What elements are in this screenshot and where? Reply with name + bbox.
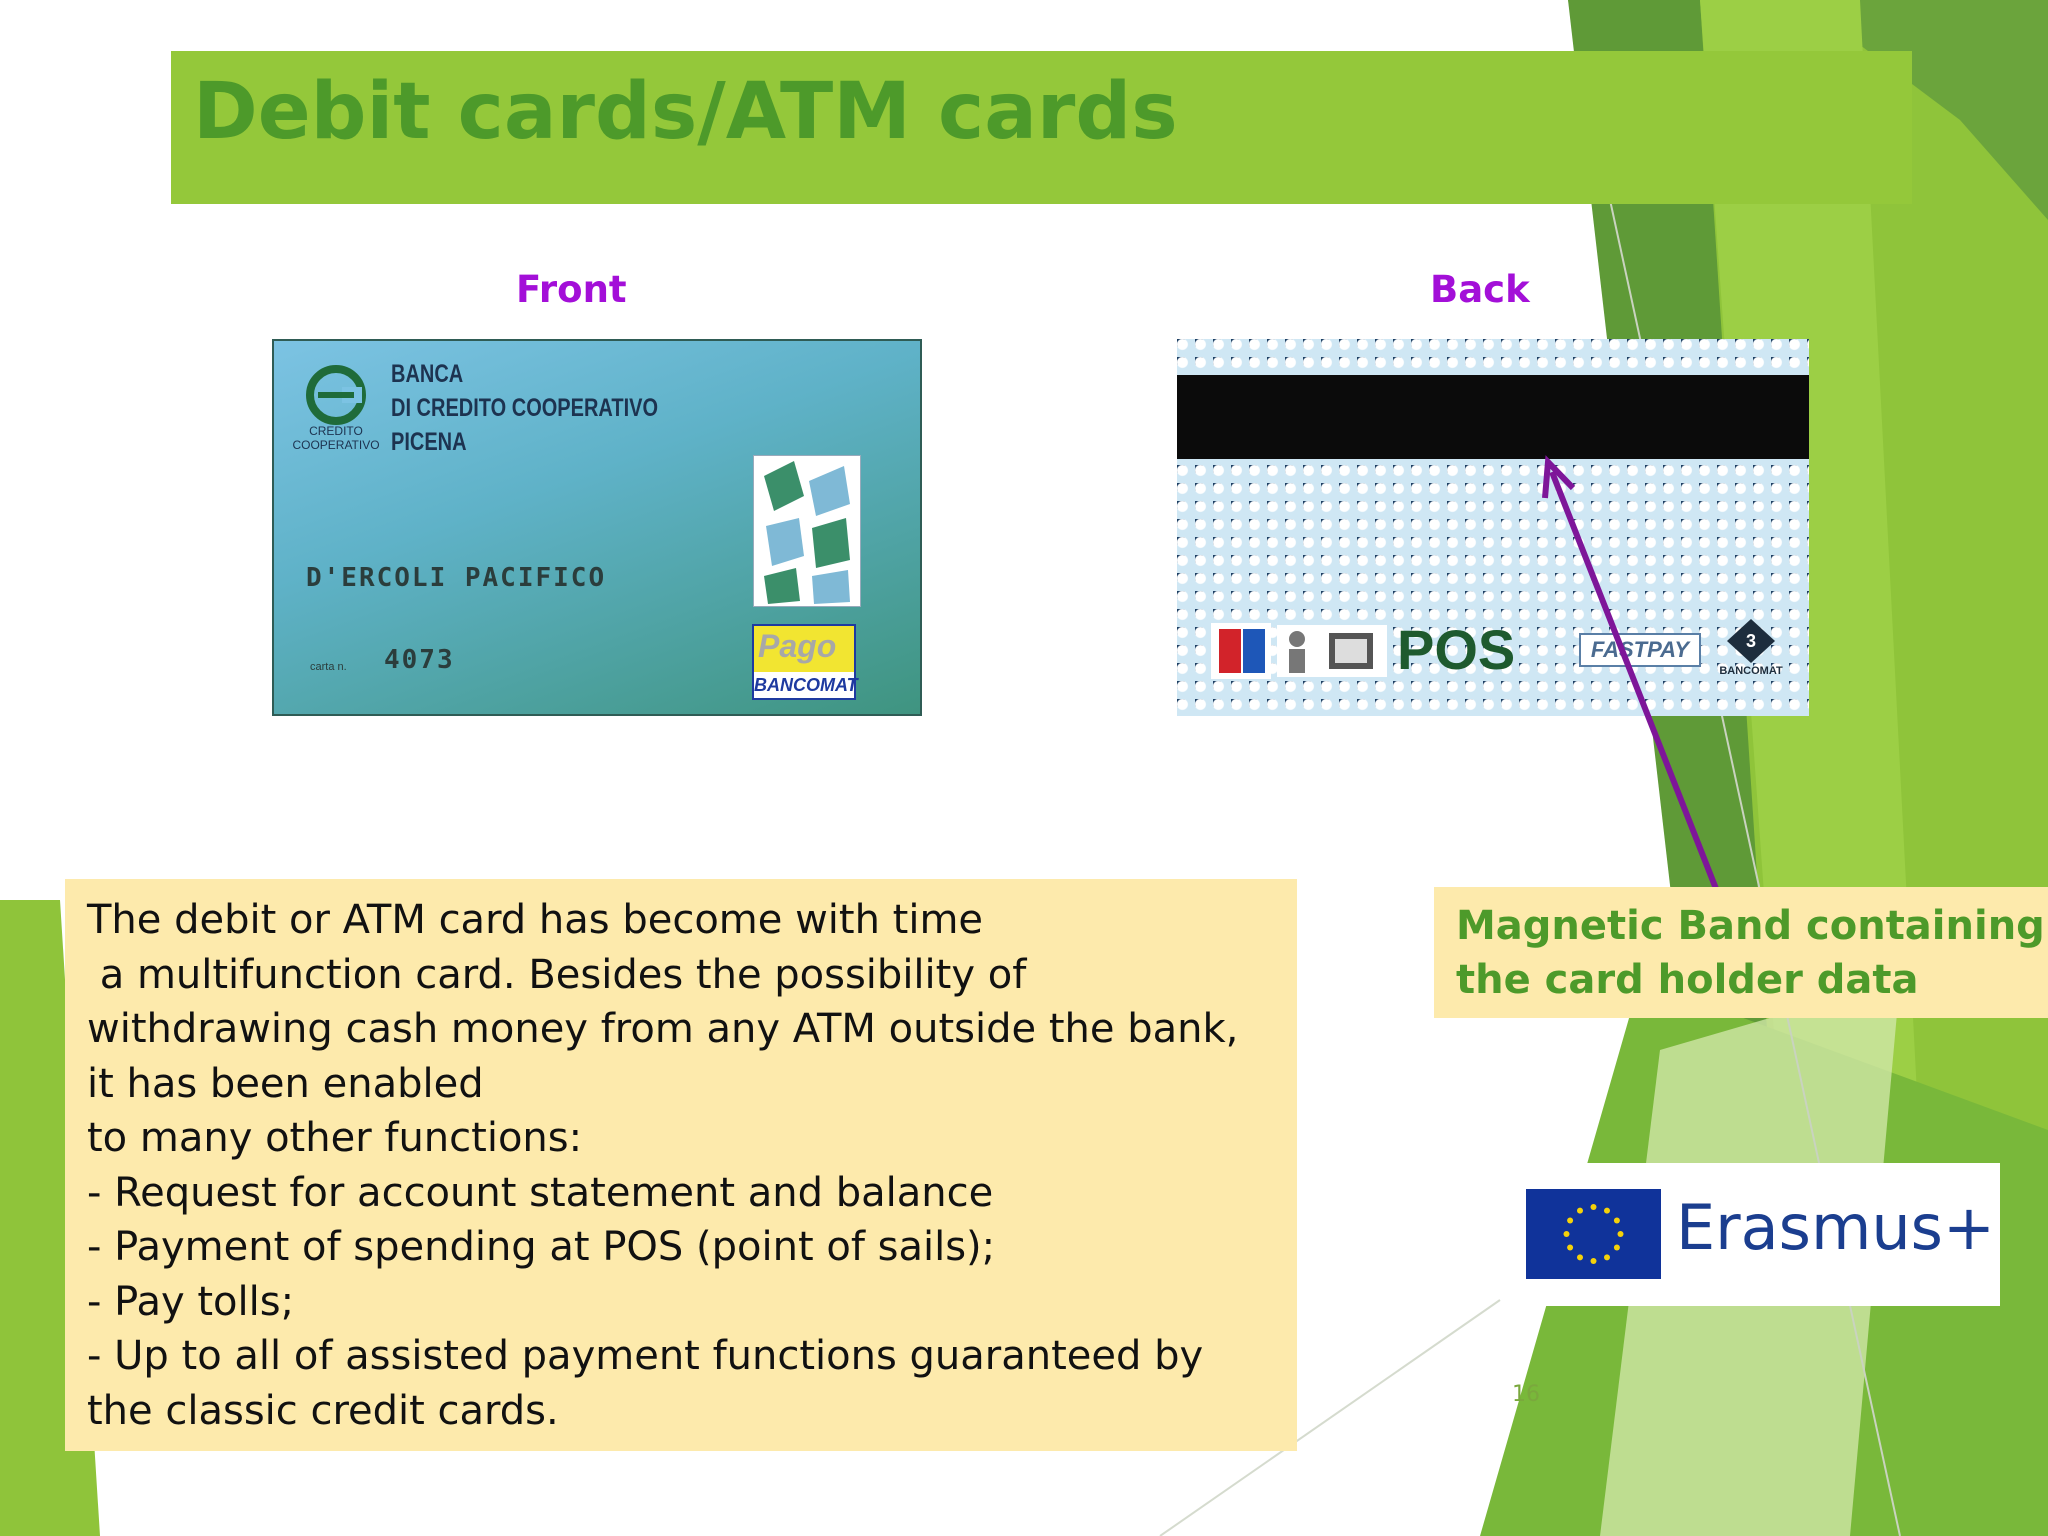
terminal-pictogram-icon xyxy=(1277,625,1387,677)
bg-line-2 xyxy=(1159,1299,1501,1536)
bank-name-line-1: BANCA xyxy=(391,360,464,388)
front-label: Front xyxy=(516,268,627,311)
hologram-pattern-icon xyxy=(764,461,850,604)
body-line: - Up to all of assisted payment function… xyxy=(87,1333,1204,1379)
magnetic-band-callout: Magnetic Band containing the card holder… xyxy=(1434,887,2048,1018)
bancomat-logo-text: BANCOMAT xyxy=(1719,665,1783,677)
body-line: the classic credit cards. xyxy=(87,1387,559,1434)
callout-line: Magnetic Band containing xyxy=(1456,903,2045,949)
body-line: - Payment of spending at POS (point of s… xyxy=(87,1224,996,1270)
ec-logo-red xyxy=(1219,629,1241,673)
ec-logo-blue xyxy=(1243,629,1265,673)
body-line: a multifunction card. Besides the possib… xyxy=(87,951,1027,998)
eu-flag-icon xyxy=(1526,1189,1661,1279)
body-line: withdrawing cash money from any ATM outs… xyxy=(87,1006,1239,1052)
slide-title: Debit cards/ATM cards xyxy=(193,67,1178,157)
eu-stars-icon xyxy=(1563,1204,1624,1264)
arrow-head-icon xyxy=(1542,455,1576,499)
fastpay-logo: FASTPAY xyxy=(1579,633,1701,667)
body-line: - Request for account statement and bala… xyxy=(87,1169,994,1216)
page-number: 16 xyxy=(1512,1382,1540,1407)
card-back-logos: POS FASTPAY 3 BANCOMAT xyxy=(1207,617,1797,683)
card-holder-name: D'ERCOLI PACIFICO xyxy=(306,563,607,593)
bg-shape-top-right xyxy=(1800,0,2048,220)
arrow-line xyxy=(1549,470,1725,906)
pos-logo: POS xyxy=(1397,618,1516,681)
body-line: The debit or ATM card has become with ti… xyxy=(87,897,984,943)
bank-name-line-2: DI CREDITO COOPERATIVO xyxy=(391,394,659,422)
bancomat-logo: 3 BANCOMAT xyxy=(1717,617,1785,683)
logo-caption-1: CREDITO xyxy=(309,424,363,438)
svg-text:3: 3 xyxy=(1746,631,1756,651)
body-line: it has been enabled xyxy=(87,1060,484,1107)
card-number: 4073 xyxy=(384,645,455,675)
callout-line: the card holder data xyxy=(1456,957,1919,1003)
card-number-label: carta n. xyxy=(310,661,347,673)
bank-name-line-3: PICENA xyxy=(391,428,467,456)
title-bar: Debit cards/ATM cards xyxy=(171,51,1912,204)
bancomat-word: BANCOMAT xyxy=(754,672,858,698)
erasmus-logo: Erasmus+ xyxy=(1517,1163,2000,1306)
magnetic-stripe xyxy=(1177,375,1809,459)
card-back-image: POS FASTPAY 3 BANCOMAT xyxy=(1177,339,1809,716)
body-line: to many other functions: xyxy=(87,1115,583,1161)
bank-name: BANCA DI CREDITO COOPERATIVO PICENA xyxy=(391,357,658,459)
ec-logo-icon xyxy=(1211,623,1271,679)
bancomat-diamond-icon: 3 xyxy=(1727,619,1775,663)
back-label: Back xyxy=(1430,268,1530,311)
logo-caption-2: COOPERATIVO xyxy=(292,438,379,452)
erasmus-wordmark: Erasmus+ xyxy=(1676,1191,1995,1264)
body-line: - Pay tolls; xyxy=(87,1278,295,1325)
pago-bancomat-badge: Pago BANCOMAT xyxy=(752,624,858,700)
description-text-box: The debit or ATM card has become with ti… xyxy=(65,879,1297,1451)
credito-cooperativo-logo-icon: CREDITO COOPERATIVO xyxy=(292,365,380,452)
pago-word: Pago xyxy=(758,628,837,664)
card-front-image: CREDITO COOPERATIVO BANCA DI CREDITO COO… xyxy=(272,339,922,716)
card-hologram xyxy=(753,455,861,607)
